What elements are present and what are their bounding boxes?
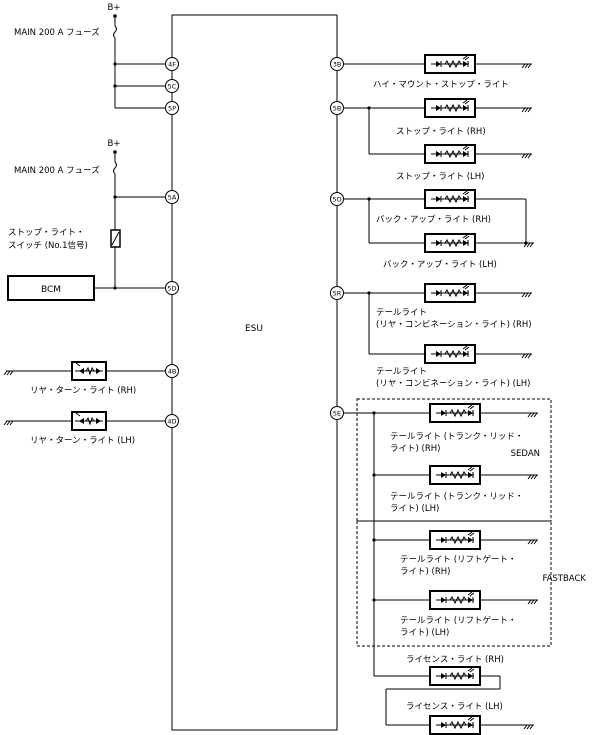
liftgate-rh-lamp-icon: [429, 530, 481, 550]
liftgate-lh-label-2: ライト) (LH): [400, 628, 449, 638]
fuse-label-1: MAIN 200 A フューズ: [14, 27, 100, 38]
fuse-icon: [113, 161, 117, 175]
svg-text:5O: 5O: [332, 196, 341, 204]
svg-text:5D: 5D: [167, 285, 176, 293]
rear-turn-rh-label: リヤ・ターン・ライト (RH): [30, 386, 136, 396]
tail-rh-label-2: (リヤ・コンビネーション・ライト) (RH): [376, 320, 532, 330]
rear-turn-lh-label: リヤ・ターン・ライト (LH): [30, 436, 135, 446]
svg-text:5C: 5C: [168, 83, 177, 91]
fuse-icon: [113, 25, 117, 39]
back-up-rh-lamp-icon: [424, 189, 476, 209]
high-mount-label: ハイ・マウント・ストップ・ライト: [373, 80, 509, 90]
svg-text:5E: 5E: [333, 410, 341, 418]
liftgate-rh-label-2: ライト) (RH): [400, 567, 450, 577]
rear-turn-rh-lamp-icon: [71, 361, 107, 381]
b-plus-label-1: B+: [108, 3, 121, 13]
pin-4f: 4F: [165, 57, 179, 71]
tail-lh-label-2: (リヤ・コンビネーション・ライト) (LH): [376, 379, 530, 389]
switch-label-2: スイッチ (No.1信号): [8, 240, 88, 251]
pin-5r: 5R: [330, 286, 344, 300]
sedan-label: SEDAN: [511, 449, 540, 459]
b-plus-label-2: B+: [108, 139, 121, 149]
trunk-lh-label-2: ライト) (LH): [390, 504, 439, 514]
pin-5p: 5P: [165, 101, 179, 115]
pin-5b: 5B: [330, 101, 344, 115]
tail-rh-label-1: テールライト: [376, 308, 427, 318]
stop-rh-label: ストップ・ライト (RH): [396, 127, 486, 137]
tail-lh-label-1: テールライト: [376, 367, 427, 377]
rear-turn-lh-lamp-icon: [71, 411, 107, 431]
svg-text:4B: 4B: [168, 368, 177, 376]
svg-text:5B: 5B: [333, 105, 342, 113]
pin-3b: 3B: [330, 57, 344, 71]
trunk-rh-label-1: テールライト (トランク・リッド・: [390, 432, 523, 442]
svg-text:5R: 5R: [333, 290, 342, 298]
high-mount-stop-lamp-icon: [424, 54, 476, 74]
stop-lh-label: ストップ・ライト (LH): [396, 172, 484, 182]
fuse-label-2: MAIN 200 A フューズ: [14, 165, 100, 176]
stop-rh-lamp-icon: [424, 98, 476, 118]
bcm-label: BCM: [41, 285, 61, 295]
license-lh-label: ライセンス・ライト (LH): [406, 702, 503, 712]
svg-text:5P: 5P: [168, 105, 176, 113]
liftgate-lh-label-1: テールライト (リフトゲート・: [400, 615, 517, 626]
back-up-lh-lamp-icon: [424, 233, 476, 253]
trunk-lh-label-1: テールライト (トランク・リッド・: [390, 492, 523, 502]
pin-5c: 5C: [165, 79, 179, 93]
pin-5e: 5E: [330, 406, 344, 420]
pin-5a: 5A: [165, 190, 179, 204]
license-rh-label: ライセンス・ライト (RH): [406, 655, 504, 665]
svg-text:4F: 4F: [168, 61, 176, 69]
license-rh-lamp-icon: [429, 666, 481, 686]
pin-4b: 4B: [165, 364, 179, 378]
stop-lh-lamp-icon: [424, 144, 476, 164]
pin-5d: 5D: [165, 281, 179, 295]
svg-text:3B: 3B: [333, 61, 342, 69]
trunk-lh-lamp-icon: [429, 465, 481, 485]
esu-module: [171, 14, 338, 731]
trunk-rh-label-2: ライト) (RH): [390, 444, 440, 454]
fastback-group: [356, 520, 552, 647]
license-lh-lamp-icon: [429, 715, 481, 735]
pin-4d: 4D: [165, 414, 179, 428]
back-up-rh-label: バック・アップ・ライト (RH): [376, 215, 491, 225]
tail-rh-lamp-icon: [424, 283, 476, 303]
svg-text:5A: 5A: [168, 194, 177, 202]
pin-5o: 5O: [330, 192, 344, 206]
svg-text:4D: 4D: [167, 418, 176, 426]
liftgate-rh-label-1: テールライト (リフトゲート・: [400, 554, 517, 565]
liftgate-lh-lamp-icon: [429, 590, 481, 610]
back-up-lh-label: バック・アップ・ライト (LH): [383, 260, 497, 270]
fastback-label: FASTBACK: [542, 574, 586, 584]
tail-lh-lamp-icon: [424, 344, 476, 364]
esu-label: ESU: [245, 324, 263, 334]
switch-label-1: ストップ・ライト・: [8, 228, 85, 238]
trunk-rh-lamp-icon: [429, 403, 481, 423]
